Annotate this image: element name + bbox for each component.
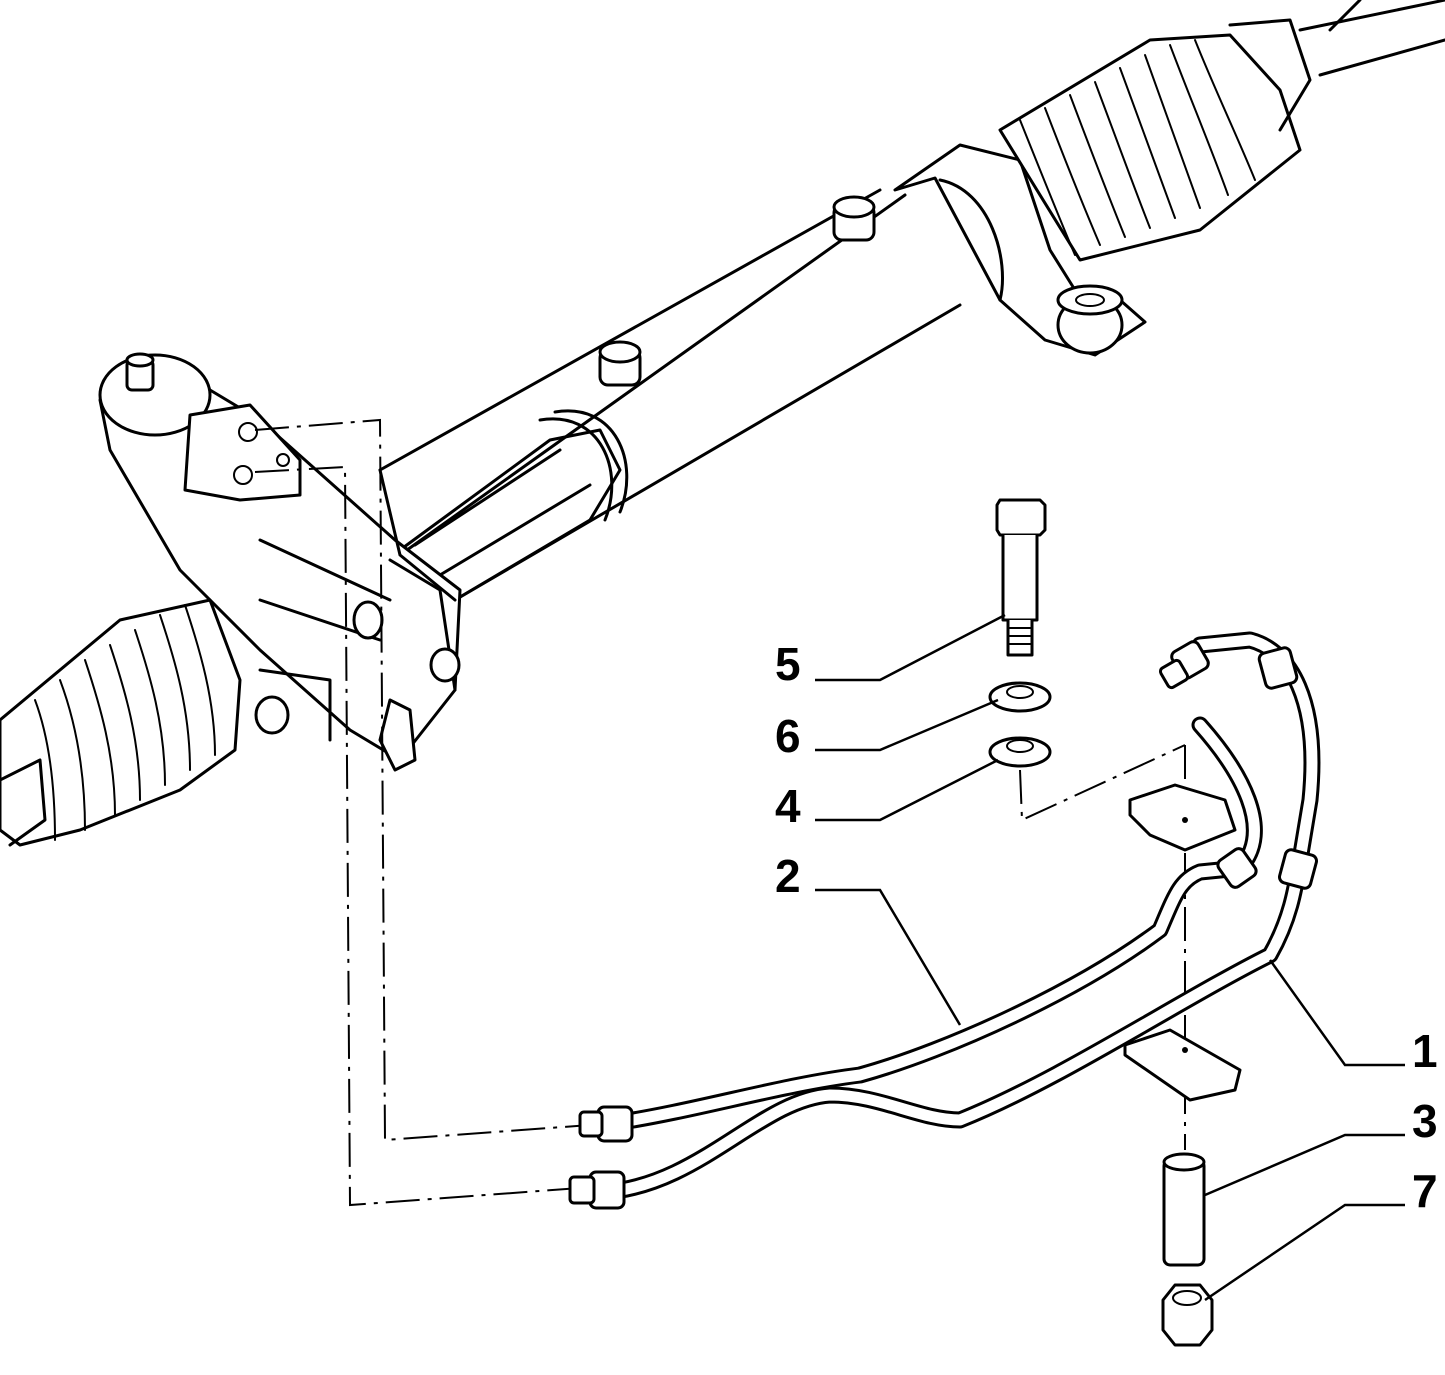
callout-6: 6 (775, 710, 801, 762)
steering-rack-assembly (0, 0, 1445, 847)
left-bellows-boot (0, 598, 242, 847)
callout-5: 5 (775, 638, 801, 690)
callout-numbers: 5 6 4 2 1 3 7 (775, 638, 1438, 1217)
callout-2: 2 (775, 850, 801, 902)
mounting-bush-right (1056, 284, 1124, 355)
callout-3: 3 (1412, 1095, 1438, 1147)
tube-bush-1 (832, 195, 876, 242)
valve-housing (98, 352, 462, 772)
washer-4 (988, 736, 1052, 768)
upper-clip-bracket (1128, 783, 1237, 852)
callout-7: 7 (1412, 1165, 1438, 1217)
fitting-top-right (1158, 640, 1210, 690)
fitting-upper-left (578, 1105, 634, 1143)
bolt-5 (995, 498, 1047, 657)
callout-4: 4 (775, 780, 801, 832)
washer-6 (988, 681, 1052, 713)
right-bellows-boot (998, 0, 1445, 262)
pipe-assembly (568, 631, 1321, 1210)
tube-bush-2 (598, 340, 642, 387)
lower-clip-bracket (1123, 1028, 1242, 1102)
callout-1: 1 (1412, 1025, 1438, 1077)
spacer-3 (1162, 1152, 1206, 1267)
nut-7 (1161, 1283, 1214, 1347)
leader-lines (815, 613, 1405, 1302)
fitting-lower-left (568, 1170, 626, 1210)
